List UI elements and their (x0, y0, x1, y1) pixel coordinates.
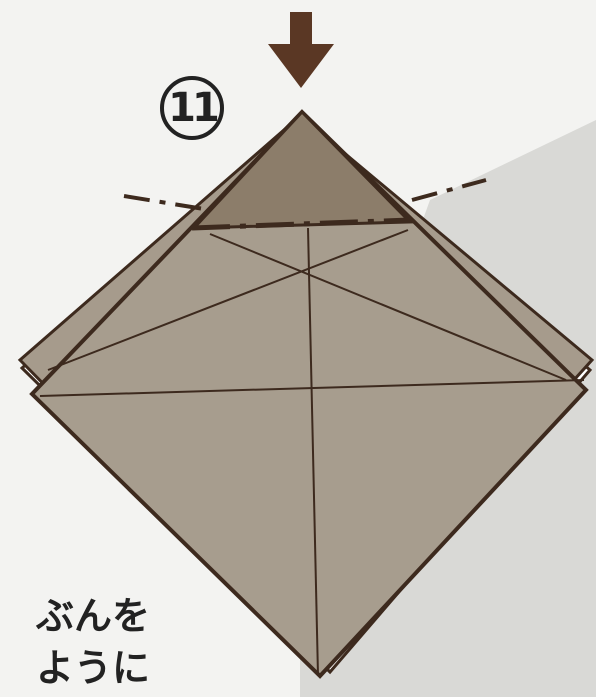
step-number-text: 11 (168, 85, 216, 131)
down-arrow-icon (268, 12, 334, 88)
step-number-badge: 11 (160, 76, 224, 140)
valley-fold-right-extension (412, 180, 486, 200)
instruction-caption: ぶんを ように (0, 590, 150, 694)
caption-line-2: ように (0, 642, 150, 694)
top-flap-triangle (194, 112, 410, 228)
valley-fold-left-extension (124, 196, 210, 210)
caption-line-1: ぶんを (0, 590, 150, 642)
